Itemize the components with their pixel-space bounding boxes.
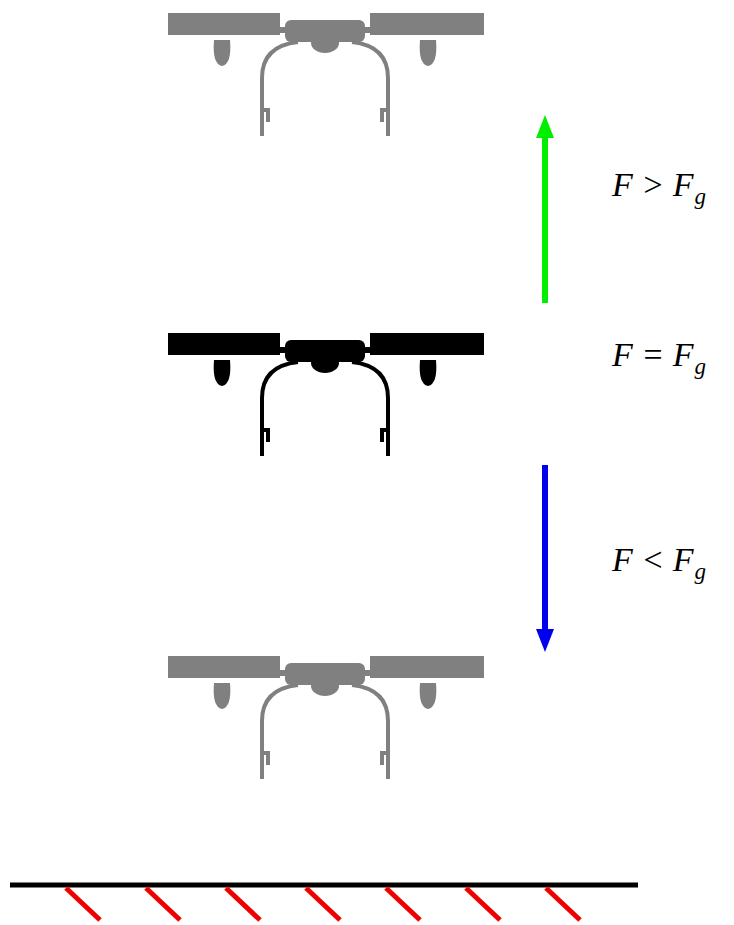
force-subscript: g xyxy=(694,355,706,378)
drone-down xyxy=(168,656,484,779)
up-arrowhead xyxy=(536,115,554,138)
ground-hatch xyxy=(66,888,580,920)
drone-hover xyxy=(168,333,484,456)
force-label: F = F xyxy=(612,338,693,372)
down-arrowhead xyxy=(536,629,554,652)
force-label: F > F xyxy=(612,168,693,202)
force-label: F < F xyxy=(612,543,693,577)
force-subscript: g xyxy=(694,185,706,208)
ground-line xyxy=(10,883,638,888)
down-arrow xyxy=(542,465,548,632)
force-subscript: g xyxy=(694,560,706,583)
up-arrow xyxy=(542,135,548,303)
drone-up xyxy=(168,13,484,136)
